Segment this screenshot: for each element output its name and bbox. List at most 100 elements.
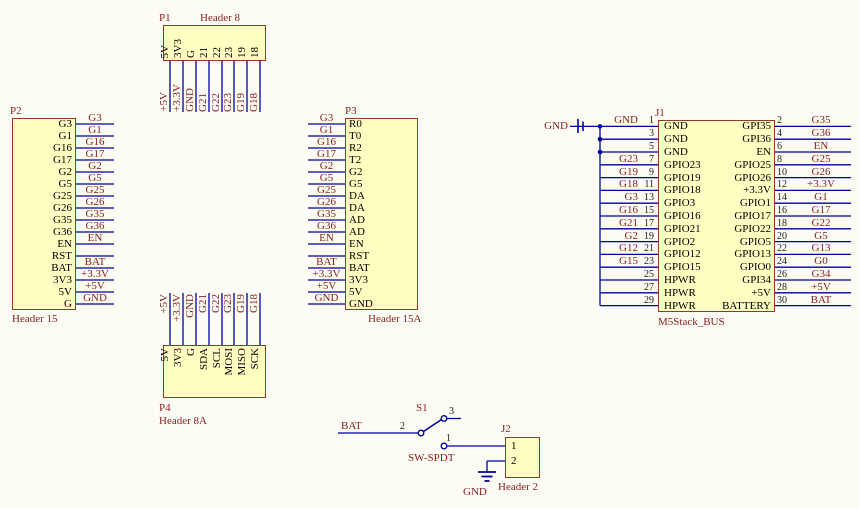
net-label[interactable]: G2 xyxy=(88,160,102,172)
net-label[interactable]: G17 xyxy=(811,204,831,216)
net-label[interactable]: +3.3V xyxy=(171,84,183,112)
net-label[interactable]: GND xyxy=(614,114,638,127)
net-label[interactable]: G16 xyxy=(85,136,105,148)
net-label[interactable]: GND xyxy=(463,486,487,498)
net-label[interactable]: G21 xyxy=(197,93,209,112)
pin-name: GPIO1 xyxy=(739,197,771,210)
net-label[interactable]: G17 xyxy=(317,148,336,160)
net-label[interactable]: G21 xyxy=(197,294,209,313)
net-label[interactable]: G5 xyxy=(88,172,102,184)
net-label[interactable]: G17 xyxy=(85,148,105,160)
net-label[interactable]: G26 xyxy=(811,165,831,178)
pin-name: G36 xyxy=(53,226,72,238)
net-label[interactable]: G35 xyxy=(317,208,336,220)
pin-name: GND xyxy=(664,146,688,158)
gnd-power-port[interactable]: GND xyxy=(544,120,568,132)
j2-comment[interactable]: Header 2 xyxy=(498,481,539,493)
net-label[interactable]: GND xyxy=(184,294,196,318)
net-label[interactable]: +5V xyxy=(811,280,831,293)
net-label[interactable]: G23 xyxy=(222,294,234,313)
p2-body[interactable] xyxy=(12,118,76,310)
switch-contact[interactable] xyxy=(417,429,425,437)
net-label[interactable]: GND xyxy=(314,292,339,304)
net-label[interactable]: G3 xyxy=(624,191,638,204)
net-label[interactable]: G18 xyxy=(248,93,260,112)
net-label[interactable]: G36 xyxy=(811,127,831,140)
net-label[interactable]: G25 xyxy=(317,184,336,196)
p2-comment[interactable]: Header 15 xyxy=(12,313,58,325)
net-label[interactable]: G2 xyxy=(624,229,638,242)
net-label[interactable]: G36 xyxy=(85,220,105,232)
net-label[interactable]: +3.3V xyxy=(81,268,109,280)
net-label[interactable]: G23 xyxy=(619,152,638,165)
net-label[interactable]: EN xyxy=(813,140,829,152)
p1-body[interactable] xyxy=(163,25,266,61)
p1-comment[interactable]: Header 8 xyxy=(200,12,241,24)
net-label[interactable]: G16 xyxy=(619,204,638,216)
net-label[interactable]: G1 xyxy=(88,124,102,136)
net-label[interactable]: G18 xyxy=(248,294,260,313)
net-label[interactable]: +3.3V xyxy=(171,294,183,322)
net-label[interactable]: +3.3V xyxy=(807,178,835,191)
net-label[interactable]: G36 xyxy=(317,220,336,232)
net-label[interactable]: G19 xyxy=(235,93,247,112)
net-label[interactable]: +5V xyxy=(85,280,105,292)
net-label[interactable]: G21 xyxy=(619,216,638,229)
net-label[interactable]: G3 xyxy=(88,112,102,124)
switch-lever[interactable] xyxy=(423,418,442,433)
net-label[interactable]: G35 xyxy=(85,208,105,220)
net-label[interactable]: G13 xyxy=(811,242,831,255)
net-label[interactable]: G12 xyxy=(619,242,638,255)
net-label[interactable]: +5V xyxy=(158,92,170,112)
net-label[interactable]: BAT xyxy=(341,420,362,432)
p3-comment[interactable]: Header 15A xyxy=(368,313,422,325)
net-label[interactable]: G18 xyxy=(619,178,638,191)
j2-body[interactable] xyxy=(505,437,540,478)
net-label[interactable]: G2 xyxy=(319,160,334,172)
p4-body[interactable] xyxy=(163,345,266,398)
p1-designator[interactable]: P1 xyxy=(159,12,171,24)
net-label[interactable]: G34 xyxy=(811,268,831,280)
p3-body[interactable] xyxy=(345,118,418,310)
net-label[interactable]: EN xyxy=(87,232,103,244)
p4-designator[interactable]: P4 xyxy=(159,402,171,414)
net-label[interactable]: G16 xyxy=(317,136,336,148)
p4-comment[interactable]: Header 8A xyxy=(159,415,207,427)
net-label[interactable]: G0 xyxy=(814,255,828,268)
net-label[interactable]: BAT xyxy=(810,293,832,306)
p2-designator[interactable]: P2 xyxy=(10,105,22,117)
switch-contact[interactable] xyxy=(440,442,448,450)
net-label[interactable]: BAT xyxy=(316,256,337,268)
net-label[interactable]: G35 xyxy=(811,114,831,127)
net-label[interactable]: +5V xyxy=(316,280,337,292)
net-label[interactable]: G25 xyxy=(85,184,105,196)
j1-designator[interactable]: J1 xyxy=(655,107,665,119)
net-label[interactable]: EN xyxy=(319,232,334,244)
s1-designator[interactable]: S1 xyxy=(416,402,428,414)
net-label[interactable]: G3 xyxy=(319,112,334,124)
net-label[interactable]: GND xyxy=(83,292,107,304)
net-label[interactable]: G15 xyxy=(619,255,638,268)
net-label[interactable]: +3.3V xyxy=(312,268,341,280)
net-label[interactable]: G1 xyxy=(319,124,334,136)
pin-name: G2 xyxy=(58,166,72,178)
net-label[interactable]: G5 xyxy=(319,172,334,184)
net-label[interactable]: +5V xyxy=(158,294,170,314)
net-label[interactable]: G19 xyxy=(235,294,247,313)
switch-contact[interactable] xyxy=(440,415,448,422)
net-label[interactable]: G1 xyxy=(814,191,828,204)
s1-comment[interactable]: SW-SPDT xyxy=(408,452,455,464)
net-label[interactable]: G25 xyxy=(811,152,831,165)
j1-body[interactable] xyxy=(658,120,775,312)
net-label[interactable]: G22 xyxy=(811,216,831,229)
net-label[interactable]: G26 xyxy=(85,196,105,208)
j2-designator[interactable]: J2 xyxy=(501,423,511,435)
net-label[interactable]: G26 xyxy=(317,196,336,208)
net-label[interactable]: BAT xyxy=(84,256,106,268)
net-label[interactable]: G23 xyxy=(222,93,234,112)
net-label[interactable]: G5 xyxy=(814,229,828,242)
net-label[interactable]: G19 xyxy=(619,165,638,178)
j1-comment[interactable]: M5Stack_BUS xyxy=(658,316,725,328)
net-label[interactable]: GND xyxy=(184,88,196,112)
p3-designator[interactable]: P3 xyxy=(345,105,357,117)
